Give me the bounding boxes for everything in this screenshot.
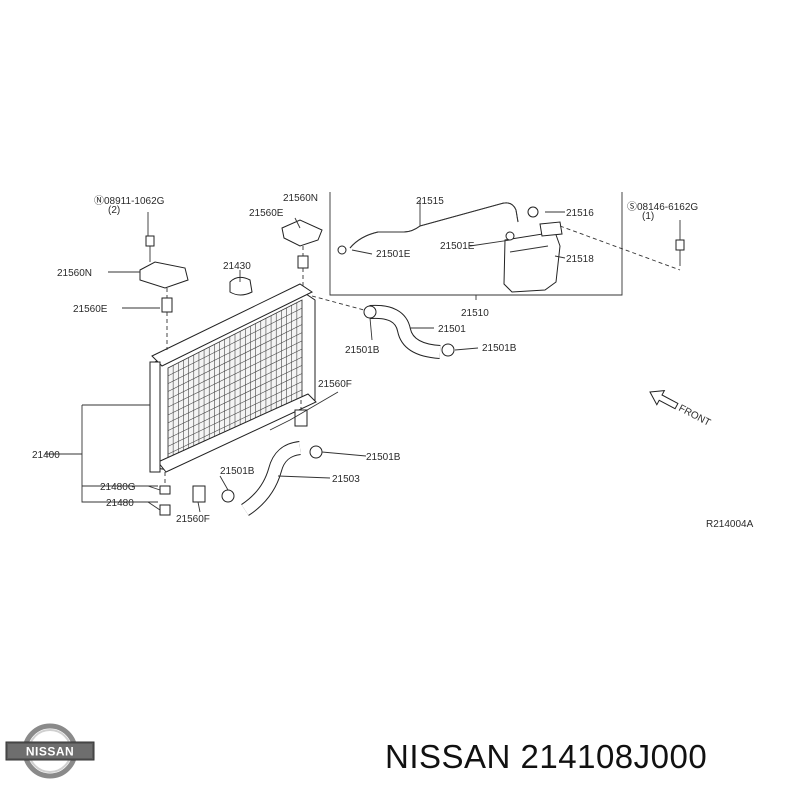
product-title: NISSAN 214108J000 [385,738,708,775]
label-bolt-right-qty: (1) [642,211,654,222]
label-21501b-d: 21501B [220,466,255,477]
label-21501e-a: 21501E [376,249,411,260]
label-21518: 21518 [566,254,594,265]
label-bolt-right: Ⓢ08146-6162G [627,201,698,213]
front-arrow-icon [649,389,679,410]
radiator [149,283,317,473]
front-label: FRONT [677,403,713,429]
label-21501: 21501 [438,324,466,335]
label-21560e-top: 21560E [249,208,284,219]
bolt-right-icon [675,239,685,251]
label-bolt-left: Ⓝ08911-1062G [94,195,165,207]
label-21501b-b: 21501B [482,343,517,354]
radiator-cap [229,276,253,296]
nissan-logo: NISSAN [5,723,95,779]
label-bolt-left-qty: (2) [108,205,120,216]
label-21501b-a: 21501B [345,345,380,356]
label-21560n: 21560N [57,268,92,279]
label-21501e-b: 21501E [440,241,475,252]
label-21480g: 21480G [100,482,136,493]
label-21400: 21400 [32,450,60,461]
label-21480: 21480 [106,498,134,509]
label-21560n-top: 21560N [283,193,318,204]
reservoir-cap [527,206,539,218]
label-21430: 21430 [223,261,251,272]
label-21560f-b: 21560F [176,514,210,525]
label-21510: 21510 [461,308,489,319]
mount-bracket-left [139,261,189,289]
label-21515: 21515 [416,196,444,207]
reservoir-tank [503,231,561,293]
reference-code: R214004A [706,519,754,530]
label-21516: 21516 [566,208,594,219]
mount-bracket-top [281,219,323,247]
label-21560e: 21560E [73,304,108,315]
label-21501b-c: 21501B [366,452,401,463]
bolt-left-icon [145,235,155,247]
label-21560f-a: 21560F [318,379,352,390]
logo-text: NISSAN [26,745,74,759]
overflow-hose [349,202,519,249]
label-21503: 21503 [332,474,360,485]
